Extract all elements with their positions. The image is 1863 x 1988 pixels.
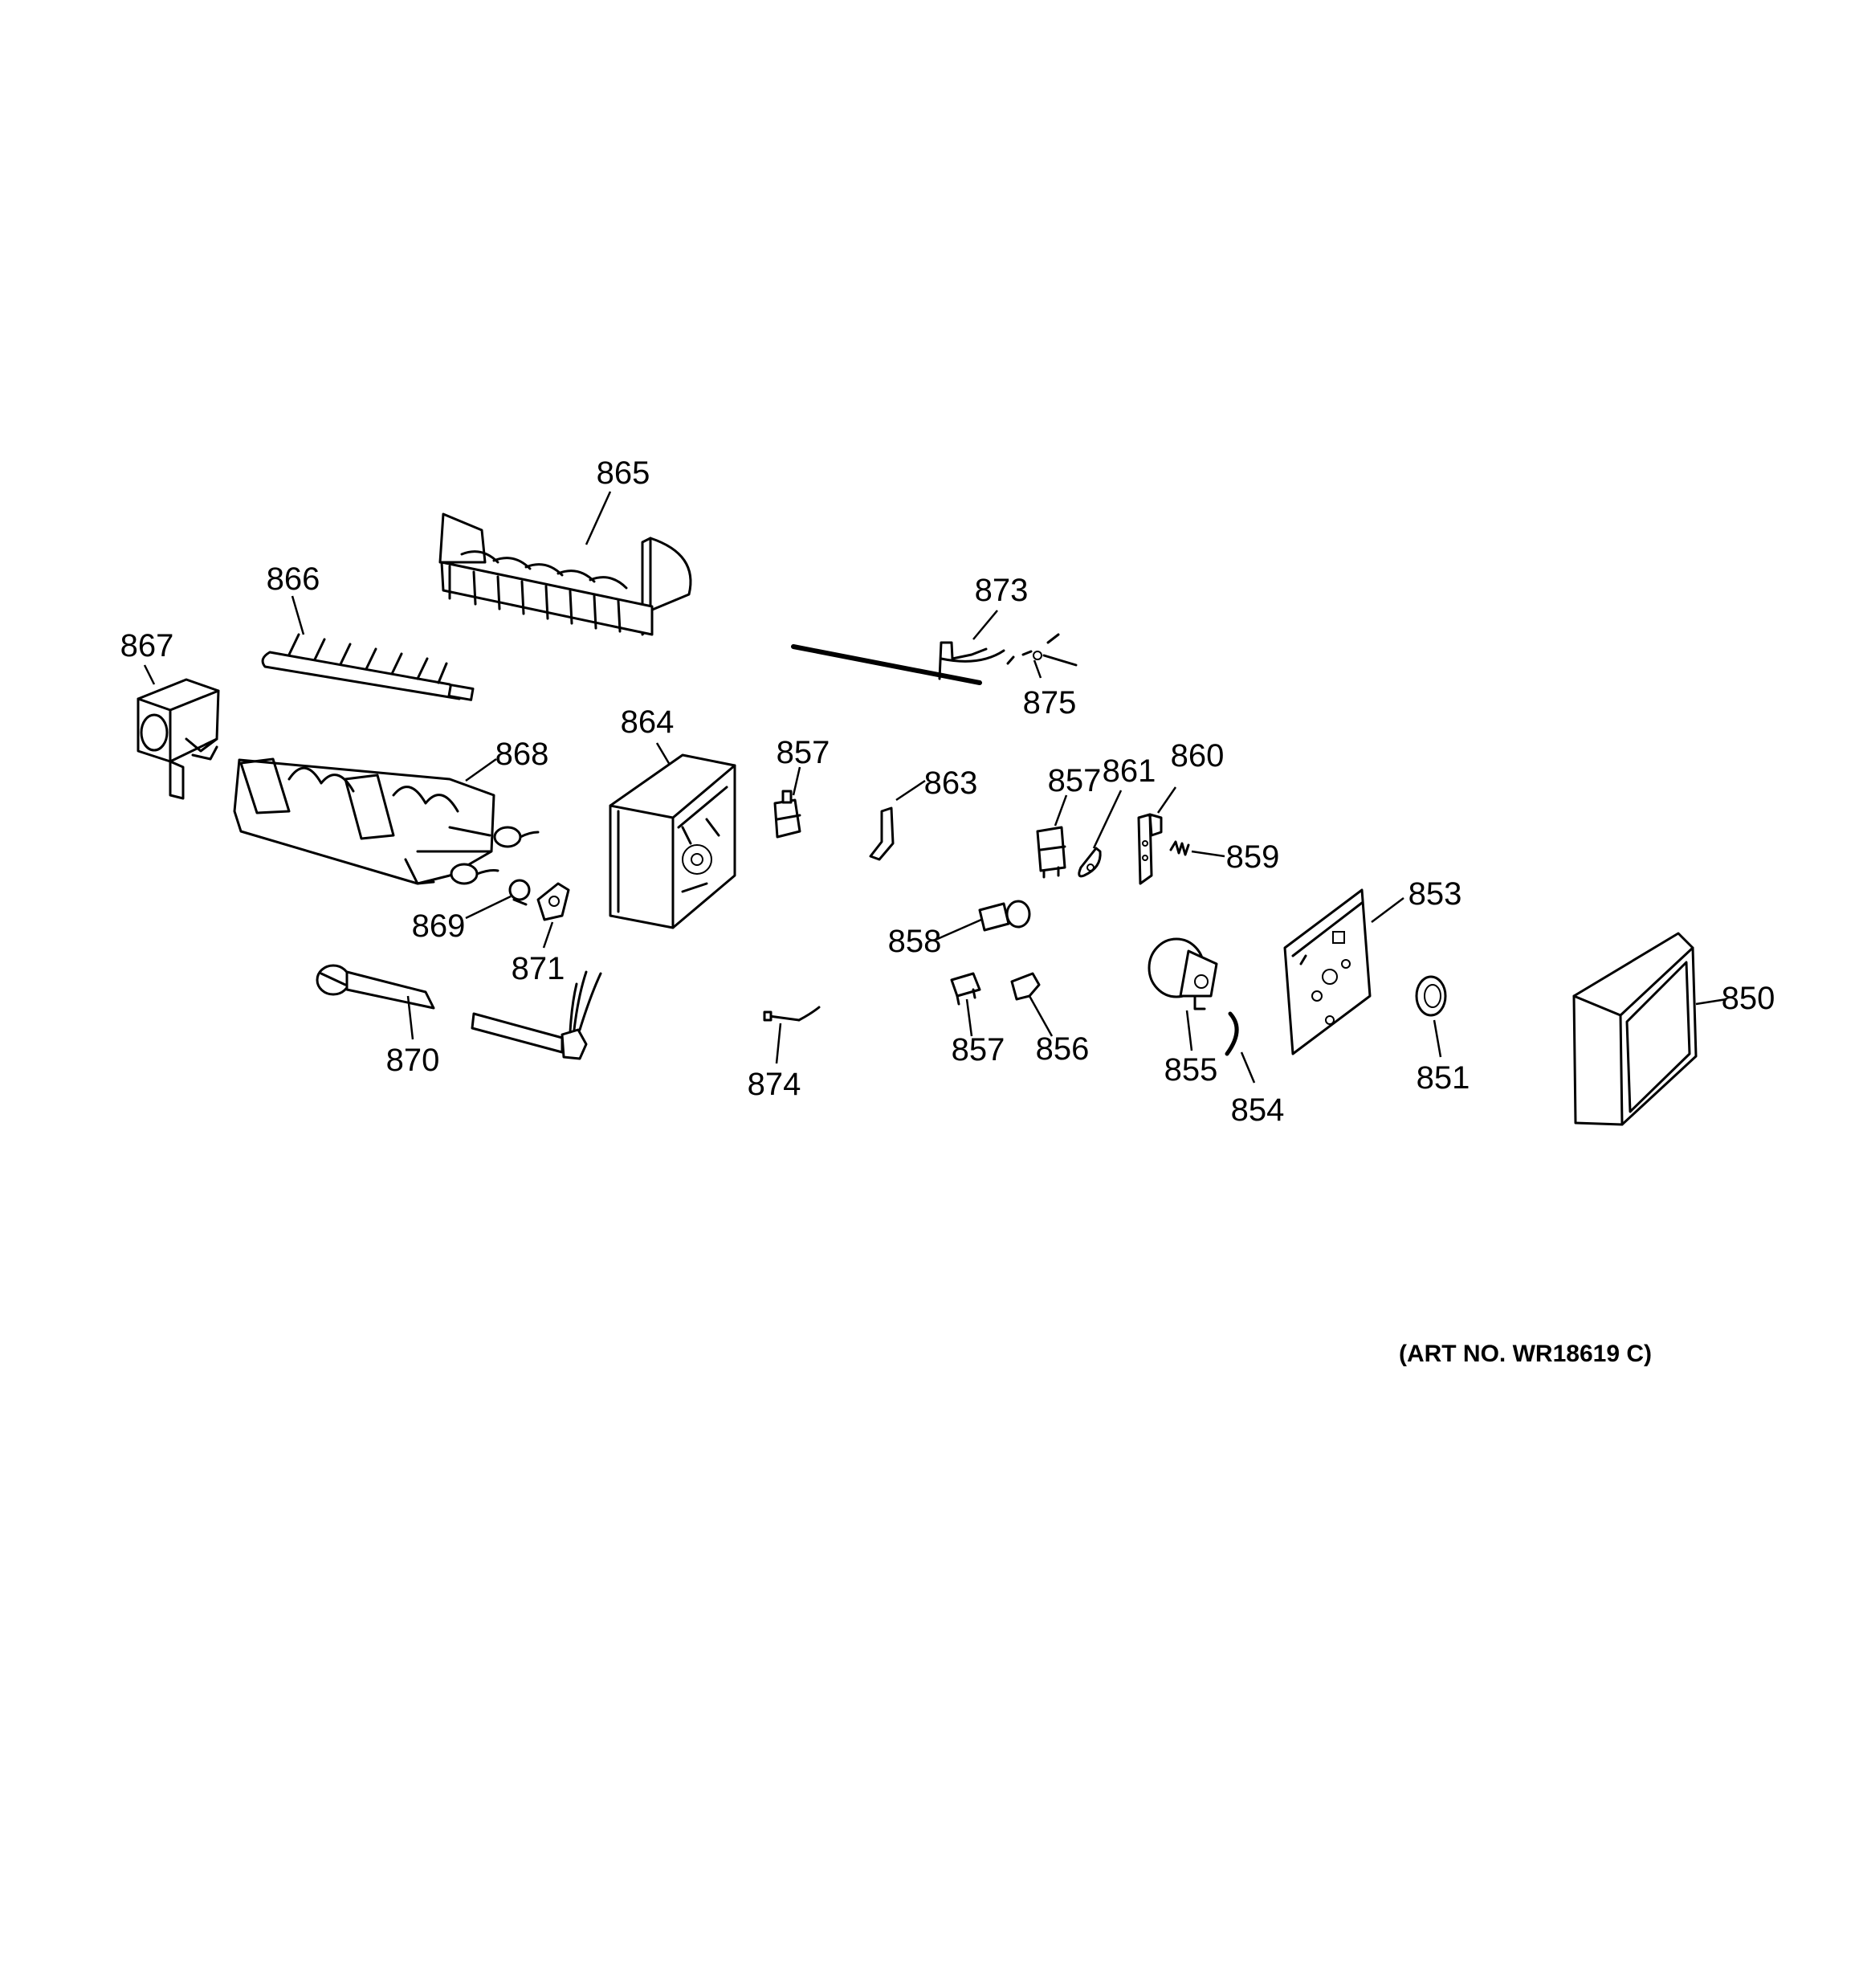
part-861-cam — [1078, 847, 1102, 878]
callout-871: 871 — [512, 951, 565, 986]
callout-870: 870 — [386, 1043, 440, 1078]
art-number: (ART NO. WR18619 C) — [1399, 1341, 1652, 1367]
callout-858: 858 — [888, 924, 942, 959]
callout-853: 853 — [1408, 876, 1462, 912]
callout-850: 850 — [1722, 981, 1775, 1016]
part-859-spring — [1169, 840, 1190, 856]
part-850-cover — [1572, 932, 1698, 1126]
callout-855: 855 — [1164, 1052, 1218, 1088]
callout-857-bottom: 857 — [952, 1032, 1005, 1067]
part-868-ice-mold — [233, 757, 540, 885]
callout-labels: 865 866 867 868 873 875 864 857 863 857 … — [120, 455, 1775, 1128]
part-866-ejector-shaft — [261, 633, 475, 701]
part-871-gasket — [536, 882, 570, 921]
callout-860: 860 — [1171, 738, 1225, 774]
part-869-fitting — [508, 879, 531, 906]
callout-865: 865 — [597, 455, 650, 491]
callout-851: 851 — [1417, 1060, 1470, 1096]
part-874-screw — [763, 1006, 821, 1022]
part-wire-harness — [471, 970, 602, 1060]
part-865-ejector-bracket — [438, 512, 692, 636]
callout-873: 873 — [975, 573, 1029, 608]
callout-869: 869 — [412, 908, 466, 944]
part-855-motor — [1148, 937, 1218, 1010]
part-854-wire — [1225, 1011, 1239, 1056]
part-851-gear — [1415, 975, 1447, 1017]
part-873-shutoff-arm — [791, 641, 1005, 685]
part-857-switch-bottom — [950, 972, 981, 1006]
callout-859: 859 — [1226, 839, 1280, 875]
callout-861: 861 — [1103, 753, 1156, 789]
part-856-clip — [1010, 972, 1041, 1001]
callout-856: 856 — [1036, 1031, 1090, 1067]
part-853-mounting-plate — [1283, 888, 1372, 1055]
callout-864: 864 — [621, 704, 675, 740]
part-857-switch-top — [773, 790, 801, 839]
callout-863: 863 — [924, 765, 978, 801]
callout-854: 854 — [1231, 1092, 1285, 1128]
part-860-bracket — [1137, 813, 1163, 885]
part-875-clip — [1006, 633, 1078, 667]
part-863-lever — [869, 806, 895, 861]
callout-875: 875 — [1023, 685, 1077, 720]
callout-857-mid: 857 — [1048, 763, 1102, 798]
part-864-control-housing — [609, 753, 736, 929]
callout-868: 868 — [495, 737, 549, 772]
part-867-housing — [137, 678, 220, 800]
part-870-fill-cup — [316, 964, 435, 1010]
callout-867: 867 — [120, 628, 174, 663]
part-858-thermostat — [978, 900, 1031, 932]
callout-866: 866 — [267, 561, 320, 597]
callout-874: 874 — [748, 1067, 801, 1102]
part-857-switch-mid — [1036, 826, 1066, 879]
leader-lines — [143, 491, 1727, 1084]
callout-857-top: 857 — [777, 735, 830, 770]
